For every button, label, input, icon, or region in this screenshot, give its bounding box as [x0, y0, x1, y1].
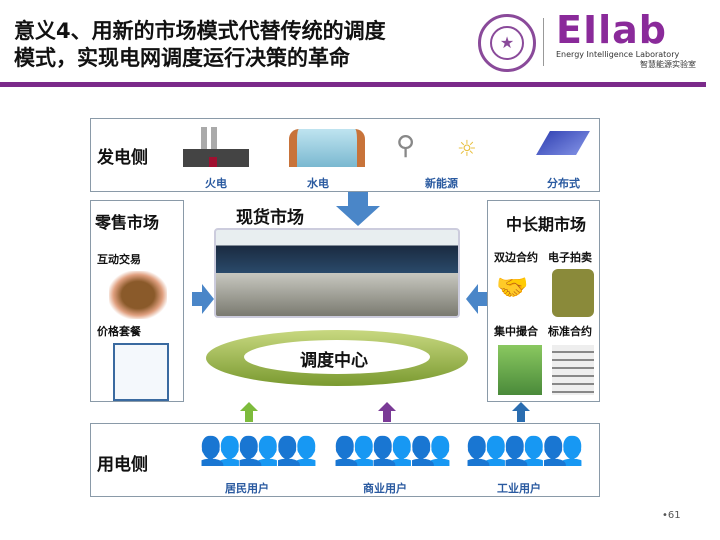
user-residential: 居民用户: [225, 482, 269, 495]
user-industrial: 工业用户: [497, 482, 541, 495]
longterm-item-auction: 电子拍卖: [548, 251, 592, 264]
commercial-users-icon: 👥👥👥: [333, 428, 452, 468]
generation-panel: 发电侧 火电 水电 ⚲ ☼ 新能源 分布式: [90, 118, 600, 192]
header-rule: [0, 82, 706, 87]
longterm-item-bilateral: 双边合约: [494, 251, 538, 264]
gen-item-hydro: 水电: [307, 177, 329, 190]
logo-text: EIlab: [556, 8, 667, 52]
up-arrow-residential-icon: [240, 402, 258, 422]
eilab-logo: EIlab Energy Intelligence Laboratory 智慧能…: [556, 10, 706, 70]
down-arrow-icon: [336, 192, 380, 226]
thermal-plant-icon: [183, 127, 249, 167]
residential-users-icon: 👥👥👥: [199, 428, 318, 468]
wind-turbine-icon: ⚲: [396, 131, 416, 161]
matching-illustration: [498, 345, 542, 395]
slide-title: 意义4、用新的市场模式代替传统的调度 模式，实现电网调度运行决策的革命: [14, 18, 386, 72]
retail-item-package: 价格套餐: [97, 325, 141, 338]
gen-item-thermal: 火电: [205, 177, 227, 190]
solar-panel-icon: [536, 131, 590, 155]
spot-market-label: 现货市场: [236, 208, 304, 228]
longterm-item-standard: 标准合约: [548, 325, 592, 338]
longterm-panel: 中长期市场 双边合约 电子拍卖 🤝 集中撮合 标准合约: [487, 200, 600, 402]
retail-panel: 零售市场 互动交易 价格套餐: [90, 200, 184, 402]
logo-cn: 智慧能源实验室: [640, 60, 696, 69]
contract-illustration: [552, 345, 594, 395]
gen-item-distributed: 分布式: [547, 177, 580, 190]
up-arrow-commercial-icon: [378, 402, 396, 422]
hydro-dam-icon: [289, 129, 365, 167]
dispatch-center-label: 调度中心: [300, 351, 368, 371]
university-seal-icon: ★: [478, 14, 536, 72]
page-number: •61: [662, 510, 681, 521]
price-package-flyer: [113, 343, 169, 401]
right-arrow-icon: [192, 284, 214, 314]
auction-illustration: [552, 269, 594, 317]
industrial-users-icon: 👥👥👥: [465, 428, 584, 468]
retail-label: 零售市场: [95, 213, 160, 232]
generation-label: 发电侧: [97, 148, 148, 168]
logo-subtitle: Energy Intelligence Laboratory: [556, 50, 680, 59]
dispatch-ring: [206, 330, 468, 386]
longterm-item-matching: 集中撮合: [494, 325, 538, 338]
retail-item-interactive: 互动交易: [97, 253, 141, 266]
meeting-illustration: [109, 271, 167, 319]
left-arrow-icon: [466, 284, 488, 314]
title-line-1: 意义4、用新的市场模式代替传统的调度: [14, 19, 386, 43]
up-arrow-industrial-icon: [512, 402, 530, 422]
consumption-panel: 用电侧 👥👥👥 居民用户 👥👥👥 商业用户 👥👥👥 工业用户: [90, 423, 600, 497]
sun-icon: ☼: [457, 137, 477, 162]
title-line-2: 模式，实现电网调度运行决策的革命: [14, 46, 350, 70]
logo-divider: [543, 18, 544, 66]
gen-item-renewable: 新能源: [425, 177, 458, 190]
longterm-label: 中长期市场: [506, 215, 587, 234]
consumption-label: 用电侧: [97, 455, 148, 475]
handshake-icon: 🤝: [496, 273, 529, 303]
user-commercial: 商业用户: [363, 482, 407, 495]
control-room-photo: [214, 228, 460, 318]
